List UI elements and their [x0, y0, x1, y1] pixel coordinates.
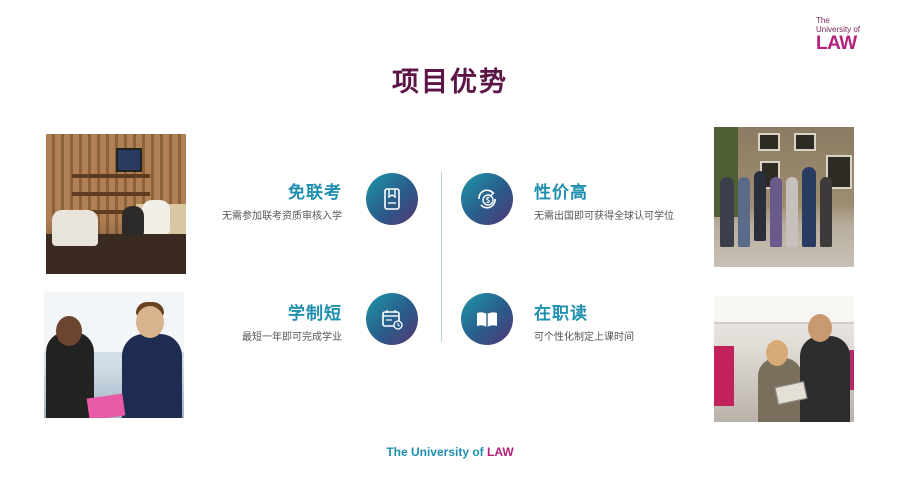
photo-person: [720, 177, 734, 247]
photo-person: [754, 171, 766, 241]
bookmark-document-icon: [384, 188, 400, 210]
photo-shelf: [72, 210, 150, 214]
feature-icon-short: [366, 293, 418, 345]
photo-person: [800, 336, 850, 422]
footer-brand: The University of LAW: [0, 445, 900, 459]
photo-person: [770, 177, 782, 247]
photo-person: [738, 177, 750, 247]
photo-person: [122, 206, 144, 236]
photo-pink-sign: [714, 346, 734, 406]
photo-head: [766, 340, 788, 366]
photo-person: [46, 332, 94, 418]
feature-title-no-exam: 免联考: [288, 183, 342, 203]
photo-head: [56, 316, 82, 346]
photo-window: [758, 133, 780, 151]
logo-line-law: LAW: [816, 33, 857, 54]
feature-title-short: 学制短: [288, 304, 342, 324]
footer-law: LAW: [487, 445, 514, 459]
photo-ceiling: [714, 296, 854, 324]
photo-person: [786, 177, 798, 247]
logo-line-the: The: [816, 16, 830, 25]
photo-person: [122, 334, 182, 418]
open-book-icon: [477, 312, 497, 327]
photo-shelf: [72, 192, 150, 196]
photo-person: [52, 210, 98, 246]
center-divider: [441, 172, 442, 342]
photo-person: [820, 177, 832, 247]
footer-text: The University of: [386, 445, 487, 459]
feature-icon-value: [461, 173, 513, 225]
photo-person: [142, 200, 170, 234]
photo-shelf: [72, 174, 150, 178]
photo-head: [808, 314, 832, 342]
university-logo: The University of LAW: [816, 16, 872, 54]
campus-group-photo: [714, 127, 854, 267]
feature-desc-value: 无需出国即可获得全球认可学位: [534, 211, 674, 222]
feature-desc-no-exam: 无需参加联考资质审核入学: [222, 211, 342, 222]
students-talking-photo: [44, 292, 184, 418]
feature-title-value: 性价高: [534, 183, 588, 203]
photo-person: [802, 167, 816, 247]
logo-line-university: University of: [816, 25, 861, 34]
feature-title-parttime: 在职读: [534, 304, 588, 324]
feature-icon-no-exam: [366, 173, 418, 225]
photo-tv-screen: [116, 148, 142, 172]
calendar-clock-icon: [382, 310, 403, 330]
photo-window: [794, 133, 816, 151]
students-reading-photo: [714, 296, 854, 422]
lounge-photo: [46, 134, 186, 274]
photo-pink-folder: [86, 393, 126, 418]
feature-desc-parttime: 可个性化制定上课时间: [534, 332, 634, 343]
page-title: 项目优势: [392, 67, 508, 98]
feature-desc-short: 最短一年即可完成学业: [242, 332, 342, 343]
photo-head: [136, 306, 164, 338]
feature-icon-parttime: [461, 293, 513, 345]
money-cycle-icon: [478, 189, 496, 209]
